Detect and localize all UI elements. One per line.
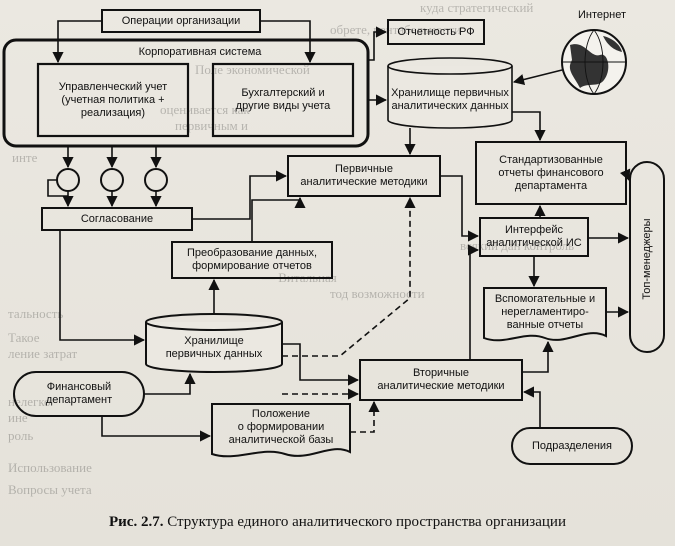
divisions-oval bbox=[511, 427, 633, 465]
primary-storage-top-body bbox=[387, 66, 513, 129]
agreement-label: Согласование bbox=[80, 212, 154, 225]
bleed-text: тальность bbox=[8, 306, 64, 321]
bleed-text: первичным и bbox=[175, 118, 248, 133]
reporting-rf-box bbox=[387, 19, 485, 45]
caption-prefix: Рис. 2.7. bbox=[109, 514, 164, 530]
primary-storage-top-label: Хранилище первичных аналитических данных bbox=[391, 87, 509, 112]
bleed-text: нелегко bbox=[8, 394, 51, 409]
finance-dept-label: Финансовый департамент bbox=[45, 381, 113, 406]
regulation-label: Положение о формировании аналитической б… bbox=[228, 407, 334, 446]
process-circle-2 bbox=[100, 168, 124, 192]
bleed-text: ление затрат bbox=[8, 346, 78, 361]
mgmt-accounting-box bbox=[36, 62, 190, 138]
bleed-text: роль bbox=[8, 428, 34, 443]
top-managers-label: Топ-менеджеры bbox=[640, 218, 653, 300]
bleed-text: обрете, рентабельности bbox=[330, 22, 461, 37]
bookkeeping-label: Бухгалтерский и другие виды учета bbox=[235, 87, 331, 112]
operations-label: Операции организации bbox=[121, 14, 241, 27]
caption-text: Структура единого аналитического простра… bbox=[163, 514, 566, 530]
standard-reports-label: Стандартизованные отчеты финансового деп… bbox=[498, 153, 604, 192]
bleed-text: Поле экономической bbox=[195, 62, 310, 77]
process-circle-1 bbox=[56, 168, 80, 192]
aux-reports-box bbox=[483, 287, 607, 342]
bleed-text: Такое bbox=[8, 330, 40, 345]
secondary-methods-label: Вторичные аналитические методики bbox=[377, 367, 505, 392]
internet-label: Интернет bbox=[578, 8, 626, 21]
bookkeeping-box bbox=[211, 62, 355, 138]
reporting-rf-label: Отчетность РФ bbox=[397, 25, 475, 38]
figure-caption: Рис. 2.7. Структура единого аналитическо… bbox=[0, 514, 675, 531]
primary-storage-bottom-label: Хранилище первичных данных bbox=[165, 335, 263, 360]
bleed-text: оценивается как bbox=[160, 102, 250, 117]
divisions-label: Подразделения bbox=[532, 439, 612, 452]
bleed-text: куда стратегический bbox=[420, 0, 534, 15]
corporate-system-label: Корпоративная система bbox=[138, 45, 262, 58]
process-circle-3 bbox=[144, 168, 168, 192]
primary-storage-top-lid bbox=[387, 57, 513, 75]
internet-globe-icon bbox=[561, 29, 627, 95]
bleed-text: Использование bbox=[8, 460, 92, 475]
regulation-box bbox=[211, 403, 351, 458]
bleed-text: тод возможности bbox=[330, 286, 425, 301]
primary-storage-bottom-body bbox=[145, 322, 283, 373]
bleed-text: ине bbox=[8, 410, 28, 425]
secondary-methods-box bbox=[359, 359, 523, 401]
corporate-system-frame bbox=[2, 38, 370, 148]
primary-methods-label: Первичные аналитические методики bbox=[300, 163, 428, 188]
interface-label: Интерфейс аналитической ИС bbox=[486, 224, 582, 249]
bleed-text: инте bbox=[12, 150, 38, 165]
bleed-text: всякий дан контроль bbox=[460, 238, 575, 253]
transform-label: Преобразование данных, формирование отче… bbox=[186, 247, 318, 272]
bleed-text: Вопросы учета bbox=[8, 482, 92, 497]
mgmt-accounting-label: Управленческий учет (учетная политика + … bbox=[58, 80, 168, 119]
top-managers-oval bbox=[629, 161, 665, 353]
aux-reports-label: Вспомогательные и нерегламентиро- ванные… bbox=[494, 292, 596, 331]
